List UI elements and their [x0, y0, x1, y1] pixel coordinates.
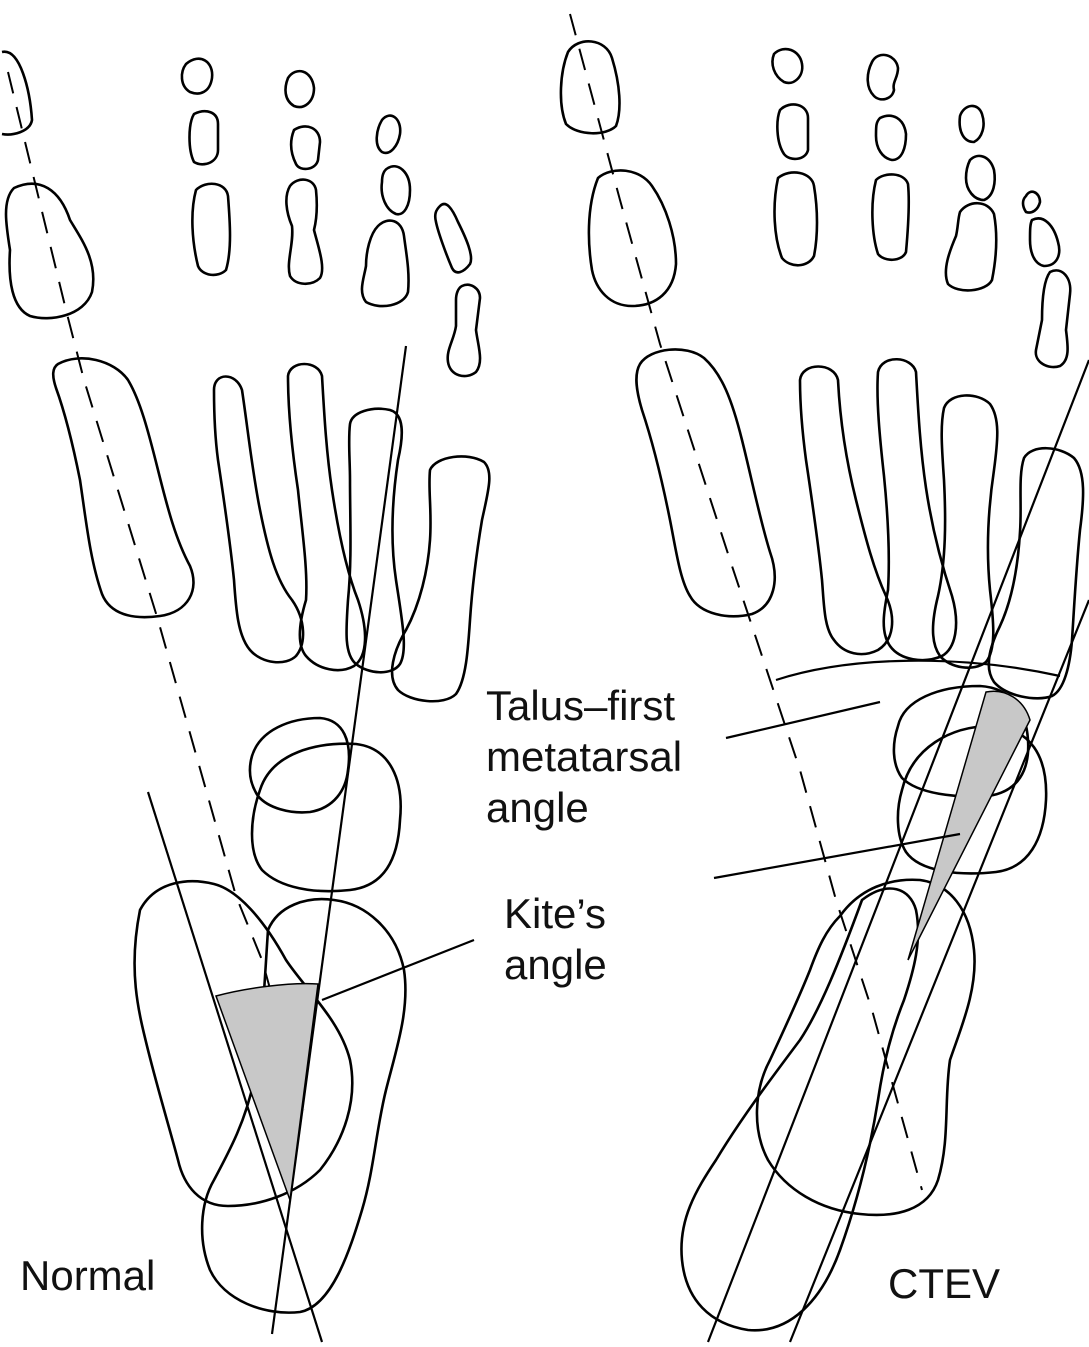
normal-first-ray-dashed-axis: [8, 72, 304, 1110]
normal-cuboid: [250, 718, 349, 812]
ctev-toe3-middle: [876, 116, 906, 160]
normal-toe4-proximal: [362, 221, 409, 307]
ctev-toe2-distal: [772, 49, 802, 83]
ctev-toe4-proximal: [946, 203, 996, 290]
normal-hallux-distal-phalanx: [2, 52, 32, 135]
ctev-toe5-proximal: [1036, 270, 1070, 367]
ctev-label: CTEV: [888, 1258, 1000, 1309]
normal-hallux-proximal-phalanx: [6, 184, 93, 318]
normal-toe2-middle: [190, 111, 219, 164]
talus-first-line-2: metatarsal: [486, 731, 682, 782]
ctev-tarsometatarsal-line: [776, 661, 1060, 680]
talus-first-leader-lower: [714, 834, 960, 878]
normal-toe4-distal: [377, 116, 400, 153]
talus-first-line-3: angle: [486, 782, 682, 833]
normal-third-metatarsal: [288, 364, 365, 670]
normal-toe2-distal: [182, 59, 212, 94]
ctev-talus-first-angle-shade: [908, 691, 1030, 960]
ctev-foot: [561, 14, 1089, 1342]
normal-fifth-metatarsal: [392, 456, 489, 701]
normal-toe5-distal: [435, 204, 471, 272]
ctev-first-ray-dashed-axis: [570, 14, 922, 1190]
kites-line-2: angle: [504, 939, 607, 990]
normal-label: Normal: [20, 1250, 155, 1301]
ctev-toe5-distal: [1023, 192, 1040, 213]
ctev-toe3-distal: [868, 55, 898, 99]
ctev-toe3-proximal: [872, 174, 908, 259]
ctev-toe4-distal: [960, 106, 984, 142]
ctev-toe4-middle: [966, 156, 995, 200]
ctev-fifth-metatarsal: [989, 448, 1083, 698]
talus-first-metatarsal-angle-label: Talus–first metatarsal angle: [486, 680, 682, 834]
ctev-toe2-middle: [777, 104, 808, 158]
ctev-fourth-metatarsal: [933, 395, 997, 667]
kites-line-1: Kite’s: [504, 888, 607, 939]
normal-toe4-middle: [382, 166, 410, 214]
normal-fourth-metatarsal: [346, 409, 403, 673]
ctev-hallux-proximal-phalanx: [589, 170, 676, 306]
normal-toe5-proximal: [448, 285, 480, 376]
normal-toe3-proximal: [286, 180, 322, 284]
talus-first-leader-upper: [726, 702, 880, 738]
normal-first-metatarsal: [53, 358, 193, 617]
normal-toe3-middle: [291, 126, 320, 169]
talus-first-line-1: Talus–first: [486, 680, 682, 731]
ctev-toe2-proximal: [775, 172, 817, 265]
normal-tarsal-bone: [252, 744, 401, 891]
normal-toe2-proximal: [192, 184, 230, 275]
ctev-toe5-middle: [1030, 218, 1059, 266]
kites-angle-label: Kite’s angle: [504, 888, 607, 990]
normal-foot: [2, 52, 489, 1342]
normal-toe3-distal: [286, 71, 314, 107]
